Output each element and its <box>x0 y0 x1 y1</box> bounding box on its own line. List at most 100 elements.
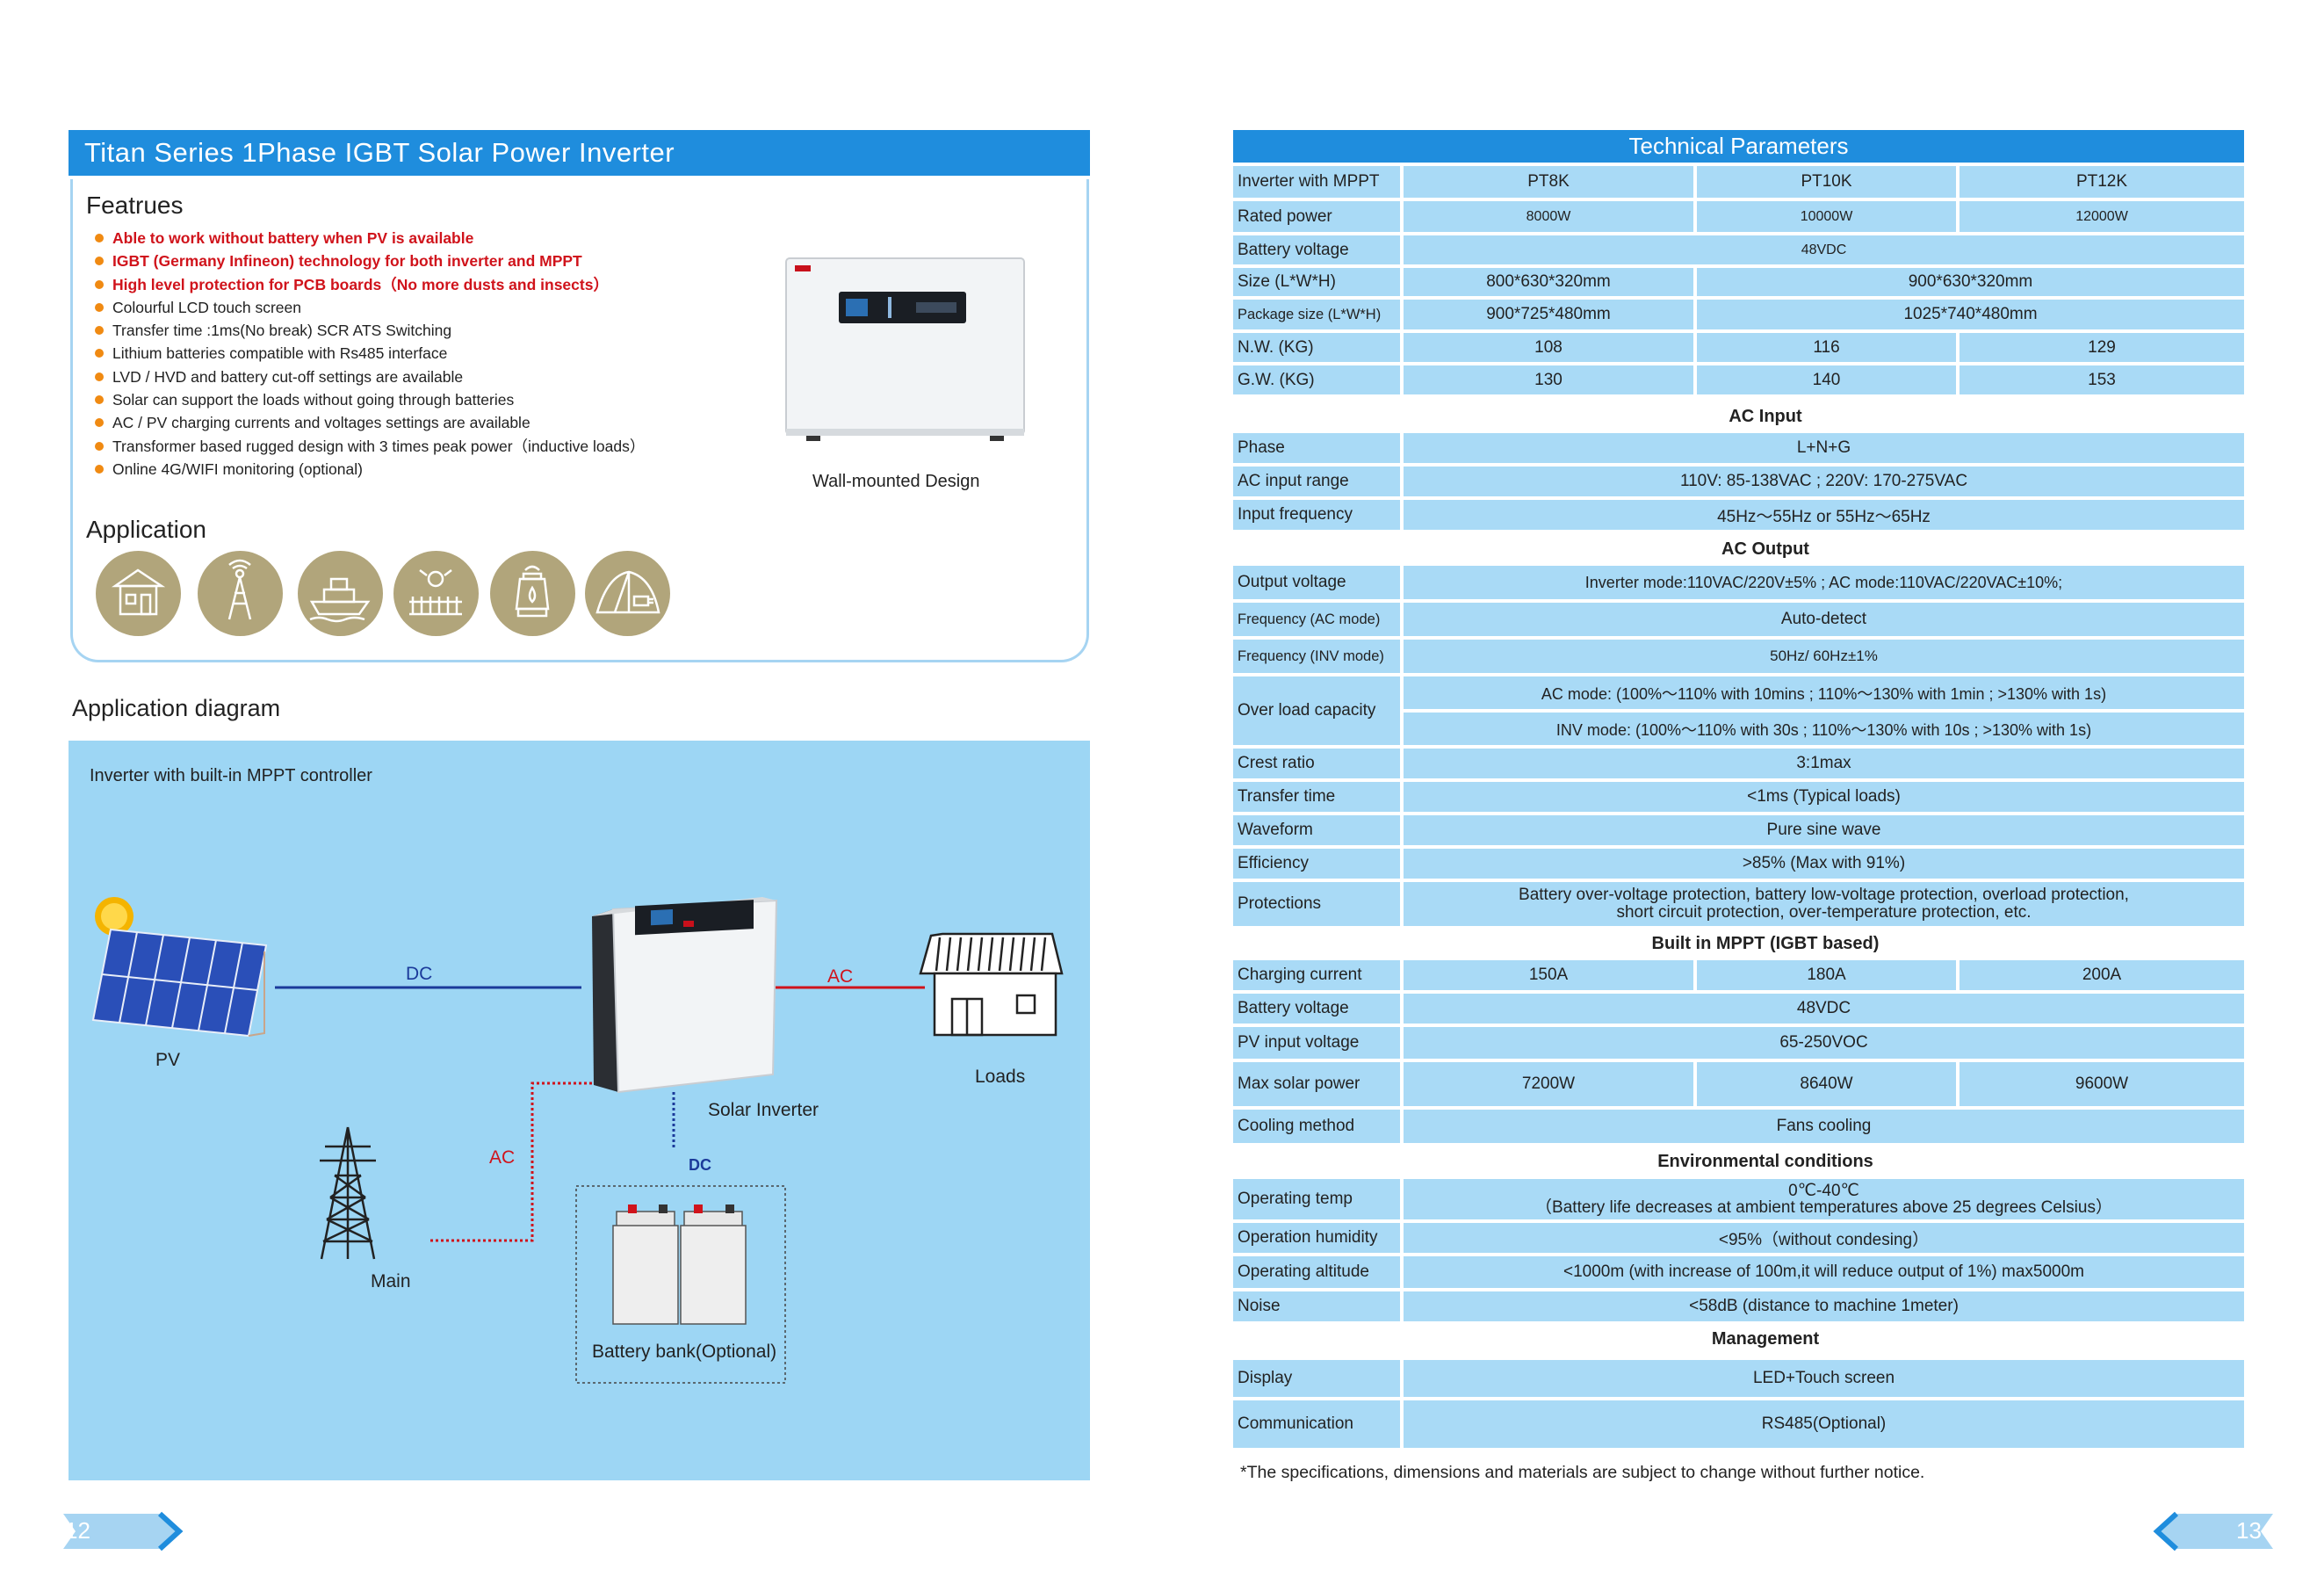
output-voltage-label: Output voltage <box>1233 566 1400 599</box>
waveform-label: Waveform <box>1233 815 1400 845</box>
protections-label: Protections <box>1233 882 1400 926</box>
operating-altitude-value: <1000m (with increase of 100m,it will re… <box>1404 1256 2244 1288</box>
feature-item: Online 4G/WIFI monitoring (optional) <box>95 458 645 481</box>
max-solar-power-label: Max solar power <box>1233 1062 1400 1106</box>
product-caption: Wall-mounted Design <box>812 472 980 491</box>
model-label: Inverter with MPPT <box>1233 166 1400 198</box>
gross-weight-value: 153 <box>1960 365 2244 394</box>
input-frequency-value: 45Hz～55Hz or 55Hz～65Hz <box>1404 500 2244 530</box>
input-frequency-label: Input frequency <box>1233 500 1400 530</box>
footnote: *The specifications, dimensions and mate… <box>1240 1463 1925 1482</box>
ac-input-title: AC Input <box>1729 407 1802 426</box>
page-number-right: 13 <box>2236 1517 2262 1544</box>
feature-item: LVD / HVD and battery cut-off settings a… <box>95 365 645 388</box>
charging-current-value: 180A <box>1697 960 1956 990</box>
page-number-left: 12 <box>65 1517 90 1544</box>
charging-current-value: 150A <box>1404 960 1693 990</box>
frequency-ac-value: Auto-detect <box>1404 603 2244 636</box>
application-heading: Application <box>86 516 206 543</box>
ac-input-range-value: 110V: 85-138VAC ; 220V: 170-275VAC <box>1404 467 2244 496</box>
pv-input-voltage-label: PV input voltage <box>1233 1027 1400 1059</box>
communication-label: Communication <box>1233 1400 1400 1448</box>
features-list: Able to work without battery when PV is … <box>95 227 645 481</box>
rated-power-label: Rated power <box>1233 201 1400 232</box>
mppt-title: Built in MPPT (IGBT based) <box>1651 934 1880 953</box>
model-pt12k: PT12K <box>1960 166 2244 198</box>
cooling-method-value: Fans cooling <box>1404 1110 2244 1143</box>
frequency-inv-value: 50Hz/ 60Hz±1% <box>1404 640 2244 673</box>
noise-value: <58dB (distance to machine 1meter) <box>1404 1291 2244 1321</box>
feature-item: AC / PV charging currents and voltages s… <box>95 411 645 434</box>
page-number-badge-left <box>63 1511 184 1552</box>
net-weight-value: 116 <box>1697 333 1956 362</box>
sun-icon <box>95 897 134 936</box>
protections-line-2: short circuit protection, over-temperatu… <box>1616 903 2032 922</box>
loads-label: Loads <box>975 1067 1026 1087</box>
net-weight-label: N.W. (KG) <box>1233 333 1400 362</box>
size-value-pt8k: 800*630*320mm <box>1404 268 1693 296</box>
application-diagram <box>69 741 1090 1480</box>
gross-weight-label: G.W. (KG) <box>1233 365 1400 394</box>
operating-altitude-label: Operating altitude <box>1233 1256 1400 1288</box>
solar-inverter-label: Solar Inverter <box>708 1100 819 1120</box>
ship-icon <box>298 551 383 636</box>
feature-item: Colourful LCD touch screen <box>95 296 645 319</box>
diagram-graphics <box>91 897 1064 1384</box>
frequency-inv-label: Frequency (INV mode) <box>1233 640 1400 673</box>
operating-temp-label: Operating temp <box>1233 1179 1400 1219</box>
page-number-badge-right <box>2153 1511 2273 1552</box>
feature-item: Lithium batteries compatible with Rs485 … <box>95 342 645 365</box>
net-weight-value: 129 <box>1960 333 2244 362</box>
operation-humidity-label: Operation humidity <box>1233 1223 1400 1253</box>
display-value: LED+Touch screen <box>1404 1360 2244 1397</box>
house-icon <box>96 551 181 636</box>
frequency-ac-label: Frequency (AC mode) <box>1233 603 1400 636</box>
pv-label: PV <box>155 1050 181 1070</box>
battery-voltage-value: 48VDC <box>1404 235 2244 264</box>
efficiency-label: Efficiency <box>1233 849 1400 879</box>
operating-temp-line-1: 0℃-40℃ <box>1788 1182 1859 1200</box>
max-solar-power-value: 8640W <box>1697 1062 1956 1106</box>
protections-line-1: Battery over-voltage protection, battery… <box>1519 886 2129 904</box>
communication-value: RS485(Optional) <box>1404 1400 2244 1448</box>
protections-value: Battery over-voltage protection, battery… <box>1404 882 2244 926</box>
management-title: Management <box>1711 1329 1820 1349</box>
battery-label: Battery bank(Optional) <box>592 1342 777 1362</box>
rated-power-value: 10000W <box>1697 201 1956 232</box>
ac-output-title: AC Output <box>1721 539 1809 559</box>
rated-power-value: 12000W <box>1960 201 2244 232</box>
tech-params-header: Technical Parameters <box>1233 130 2244 163</box>
phase-label: Phase <box>1233 433 1400 463</box>
operating-temp-line-2: （Battery life decreases at ambient tempe… <box>1535 1198 2112 1217</box>
tent-icon <box>585 551 670 636</box>
solar-inverter-icon <box>592 897 778 1094</box>
ac-label-main: AC <box>489 1147 516 1168</box>
transmission-tower-icon <box>320 1126 376 1260</box>
overload-inv-value: INV mode: (100%～110% with 30s ; 110%～130… <box>1404 713 2244 745</box>
waveform-value: Pure sine wave <box>1404 815 2244 845</box>
phase-value: L+N+G <box>1404 433 2244 463</box>
output-voltage-value: Inverter mode:110VAC/220V±5% ; AC mode:1… <box>1404 566 2244 599</box>
dc-label-top: DC <box>406 964 433 984</box>
inverter-product-image <box>785 257 1025 441</box>
charging-current-value: 200A <box>1960 960 2244 990</box>
display-label: Display <box>1233 1360 1400 1397</box>
gross-weight-value: 130 <box>1404 365 1693 394</box>
net-weight-value: 108 <box>1404 333 1693 362</box>
mppt-battery-voltage-label: Battery voltage <box>1233 994 1400 1024</box>
battery-icon <box>612 1204 747 1325</box>
mppt-battery-voltage-value: 48VDC <box>1404 994 2244 1024</box>
package-size-label: Package size (L*W*H) <box>1233 300 1400 329</box>
size-label: Size (L*W*H) <box>1233 268 1400 296</box>
efficiency-value: >85% (Max with 91%) <box>1404 849 2244 879</box>
feature-item: High level protection for PCB boards（No … <box>95 273 645 296</box>
diagram-subtitle: Inverter with built-in MPPT controller <box>90 766 372 785</box>
operation-humidity-value: <95%（without condesing） <box>1404 1223 2244 1253</box>
model-pt8k: PT8K <box>1404 166 1693 198</box>
environment-title: Environmental conditions <box>1657 1152 1873 1171</box>
tower-icon <box>198 551 283 636</box>
feature-item: IGBT (Germany Infineon) technology for b… <box>95 250 645 272</box>
lantern-icon <box>490 551 575 636</box>
farm-icon <box>393 551 479 636</box>
page-title: Titan Series 1Phase IGBT Solar Power Inv… <box>69 130 1090 176</box>
